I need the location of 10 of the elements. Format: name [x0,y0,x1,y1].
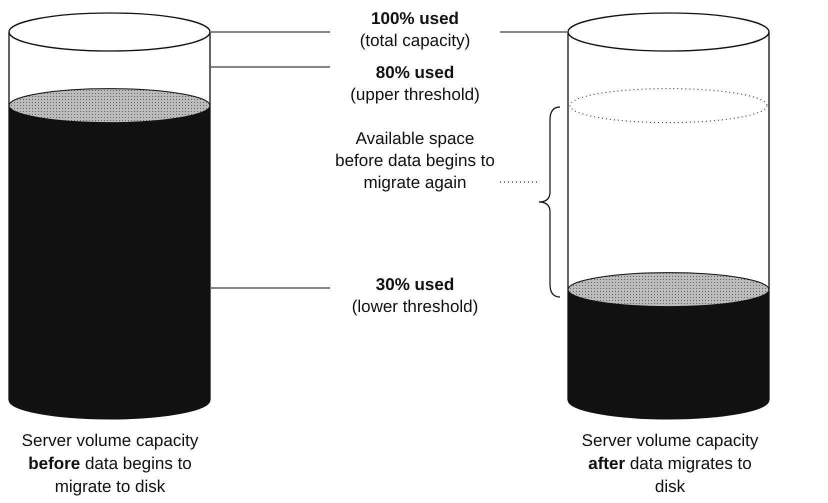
level-label: 30% used [374,274,456,296]
caption-text: Server volume capacity before data begins to migrate to disk [20,430,200,498]
annotation-text: Available space before data begins to migrate again [334,128,496,194]
level-label: 80% used [374,62,456,84]
level-label: 100% used [370,8,460,30]
leader-line [210,66,330,68]
caption-text: Server volume capacity after data migrates to disk [580,430,760,498]
threshold-note: (total capacity) [358,30,472,52]
threshold-note: (lower threshold) [350,296,480,318]
threshold-note: (upper threshold) [349,84,481,106]
